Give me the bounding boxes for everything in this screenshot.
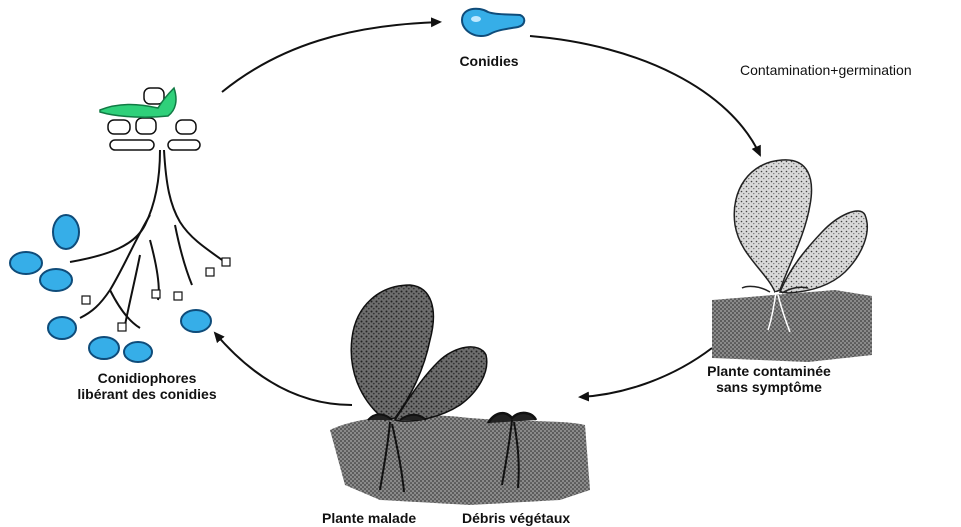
label-conidiophores-line2: libérant des conidies: [52, 386, 242, 402]
contaminated-plant-illustration: [712, 160, 872, 362]
label-debris-vegetaux: Débris végétaux: [462, 510, 570, 526]
label-contamination-germination: Contamination+germination: [740, 62, 912, 78]
label-plante-contaminee-line2: sans symptôme: [684, 379, 854, 395]
label-conidies: Conidies: [449, 53, 529, 69]
host-tissue-cells: [108, 88, 200, 150]
conidium-icon: [462, 9, 524, 36]
label-plante-malade: Plante malade: [322, 510, 416, 526]
arrow-conidies-to-plant: [530, 36, 760, 155]
label-plante-contaminee-line1: Plante contaminée: [684, 363, 854, 379]
label-conidiophores: Conidiophores libérant des conidies: [52, 370, 242, 402]
label-plante-contaminee: Plante contaminée sans symptôme: [684, 363, 854, 395]
cycle-arrows: [215, 22, 760, 405]
conidiophores-illustration: [10, 88, 230, 362]
label-conidiophores-line1: Conidiophores: [52, 370, 242, 386]
arrow-conidiophores-to-conidies: [222, 22, 440, 92]
mycelium-green: [100, 88, 176, 117]
diseased-plant-illustration: [330, 285, 590, 505]
